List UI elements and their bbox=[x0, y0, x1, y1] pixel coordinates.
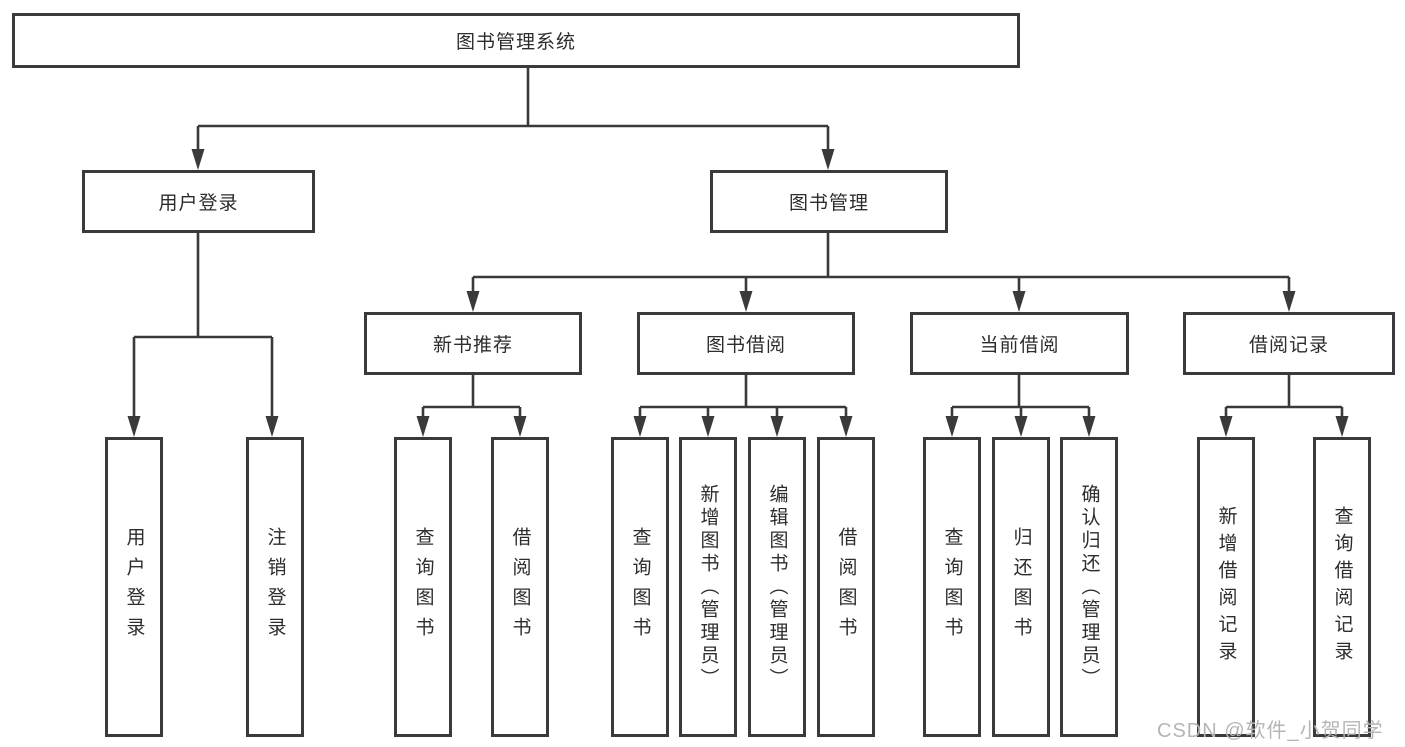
leaf-label: 查询图书 bbox=[412, 527, 434, 647]
arrow-icon bbox=[1012, 291, 1026, 312]
edge-current-to-leaves bbox=[950, 375, 1091, 419]
edge-newbook-to-leaves bbox=[421, 375, 522, 419]
node-new-book-recommend: 新书推荐 bbox=[364, 312, 582, 375]
leaf-add-book-admin: 新增图书（管理员） bbox=[679, 437, 737, 737]
arrow-icon bbox=[770, 416, 784, 437]
arrow-icon bbox=[839, 416, 853, 437]
leaf-query-books-current: 查询图书 bbox=[923, 437, 981, 737]
arrow-icon bbox=[945, 416, 959, 437]
leaf-borrow-books-recommend: 借阅图书 bbox=[491, 437, 549, 737]
arrow-icon bbox=[127, 416, 141, 437]
leaf-label: 借阅图书 bbox=[509, 527, 531, 647]
leaf-label: 查询图书 bbox=[629, 527, 651, 647]
leaf-label: 新增借阅记录 bbox=[1215, 506, 1237, 668]
leaf-query-borrow-record: 查询借阅记录 bbox=[1313, 437, 1371, 737]
leaf-label: 借阅图书 bbox=[835, 527, 857, 647]
leaf-label: 查询借阅记录 bbox=[1331, 506, 1353, 668]
leaf-label: 新增图书（管理员） bbox=[697, 483, 719, 691]
arrow-icon bbox=[633, 416, 647, 437]
arrow-icon bbox=[701, 416, 715, 437]
leaf-return-book: 归还图书 bbox=[992, 437, 1050, 737]
arrow-icon bbox=[1082, 416, 1096, 437]
arrow-icon bbox=[739, 291, 753, 312]
leaf-query-books-borrowing: 查询图书 bbox=[611, 437, 669, 737]
arrow-icon bbox=[1219, 416, 1233, 437]
edge-userlogin-to-leaves bbox=[132, 233, 274, 419]
leaf-borrow-books-borrowing: 借阅图书 bbox=[817, 437, 875, 737]
leaf-label: 归还图书 bbox=[1010, 527, 1032, 647]
leaf-user-login: 用户登录 bbox=[105, 437, 163, 737]
edge-root-to-level1 bbox=[196, 68, 830, 152]
arrow-icon bbox=[416, 416, 430, 437]
leaf-edit-book-admin: 编辑图书（管理员） bbox=[748, 437, 806, 737]
node-system-root: 图书管理系统 bbox=[12, 13, 1020, 68]
arrow-icon bbox=[1014, 416, 1028, 437]
edge-borrow-to-leaves bbox=[638, 375, 848, 419]
arrow-icon bbox=[265, 416, 279, 437]
leaf-label: 用户登录 bbox=[123, 527, 145, 647]
leaf-query-books-recommend: 查询图书 bbox=[394, 437, 452, 737]
arrow-icon bbox=[1335, 416, 1349, 437]
node-current-borrowing: 当前借阅 bbox=[910, 312, 1129, 375]
arrow-icon bbox=[191, 149, 205, 170]
leaf-label: 查询图书 bbox=[941, 527, 963, 647]
node-borrowing-records: 借阅记录 bbox=[1183, 312, 1395, 375]
leaf-label: 编辑图书（管理员） bbox=[766, 483, 788, 691]
leaf-label: 注销登录 bbox=[264, 527, 286, 647]
arrow-icon bbox=[1282, 291, 1296, 312]
leaf-label: 确认归还（管理员） bbox=[1078, 483, 1100, 691]
arrow-icon bbox=[821, 149, 835, 170]
edge-records-to-leaves bbox=[1224, 375, 1344, 419]
leaf-logout: 注销登录 bbox=[246, 437, 304, 737]
node-book-borrowing: 图书借阅 bbox=[637, 312, 855, 375]
leaf-add-borrow-record: 新增借阅记录 bbox=[1197, 437, 1255, 737]
leaf-confirm-return-admin: 确认归还（管理员） bbox=[1060, 437, 1118, 737]
node-book-management: 图书管理 bbox=[710, 170, 948, 233]
node-user-login: 用户登录 bbox=[82, 170, 315, 233]
watermark: CSDN @软件_小贺同学 bbox=[1157, 720, 1384, 742]
arrow-icon bbox=[466, 291, 480, 312]
arrow-icon bbox=[513, 416, 527, 437]
edge-bookmgmt-to-level2 bbox=[471, 233, 1291, 294]
